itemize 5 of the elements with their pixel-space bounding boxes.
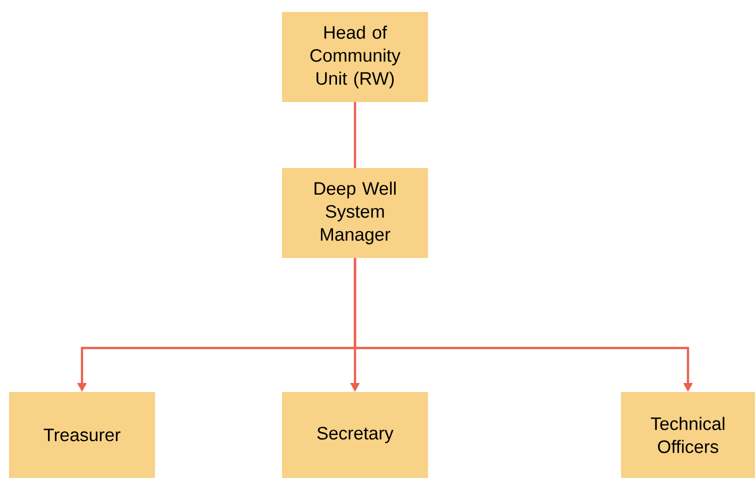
role-box: Treasurer [9, 392, 155, 478]
role-box: Head of Community Unit (RW) [282, 12, 428, 102]
role-box: Deep Well System Manager [282, 168, 428, 258]
role-box: Technical Officers [621, 392, 755, 478]
role-box: Secretary [282, 392, 428, 478]
